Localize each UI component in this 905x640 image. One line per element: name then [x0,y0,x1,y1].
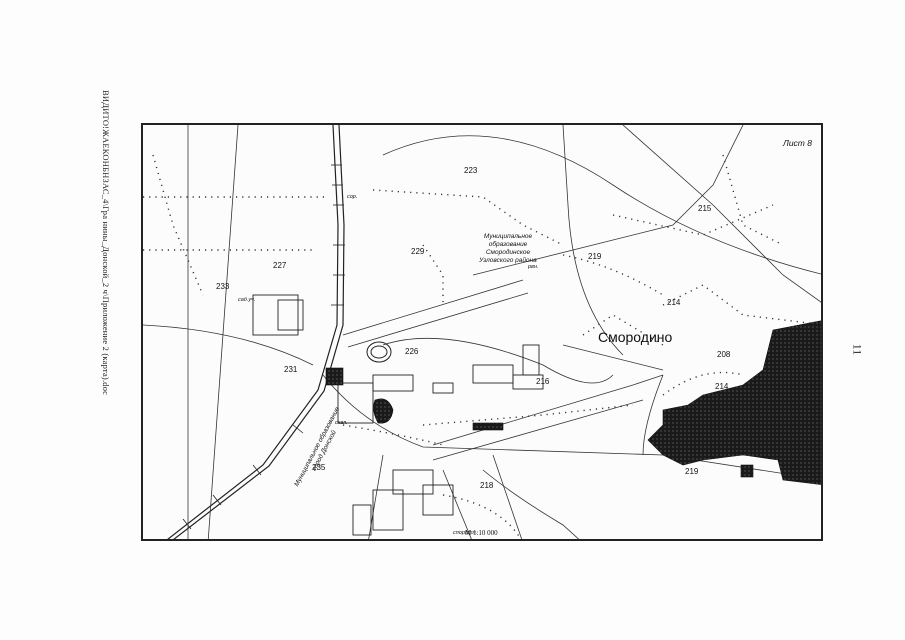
small-map-label: сор. [347,194,358,200]
buildings [252,294,544,536]
sheet-label: Лист 8 [783,138,812,148]
parcel-number: 227 [273,261,287,270]
municipal-smorodino-suffix: рвн. [528,264,539,270]
parcel-number: 219 [588,252,602,261]
map-drawing [143,125,821,539]
village-name: Смородино [598,329,673,345]
small-map-label: сад.уч. [238,297,256,303]
parcel-number: 216 [536,377,550,386]
parcel-number: 218 [480,481,494,490]
parcel-number: 226 [405,347,419,356]
railway [167,125,345,539]
round-feature [366,341,392,363]
parcel-number: 215 [698,204,712,213]
parcel-number: 235 [312,463,326,472]
small-map-label: спортпл. [453,530,478,536]
page-number: 11 [850,343,865,356]
dotted-boundaries [143,154,821,539]
parcel-number: 231 [284,365,298,374]
hatched-areas [325,320,821,485]
parcel-number: 219 [685,467,699,476]
parcel-number: 214 [667,298,681,307]
parcel-number: 229 [411,247,425,256]
railway-ties [182,164,345,530]
small-map-label: сквл. [335,420,348,426]
document-path: ВИДИТО!ЖАЕКОНБНЗАС_4\Гра нины_Донской_2 … [101,90,111,396]
map-frame: Лист 8 Смородино М 1:10 000 Муниципально… [141,123,823,541]
roads [143,125,821,539]
scale-label: М 1:10 000 [465,529,498,537]
parcel-number: 208 [717,350,731,359]
parcel-number: 223 [464,166,478,175]
parcel-number: 214 [715,382,729,391]
parcel-number: 233 [216,282,230,291]
municipal-smorodino-label: Муниципальное образование Смородинское У… [479,233,537,265]
